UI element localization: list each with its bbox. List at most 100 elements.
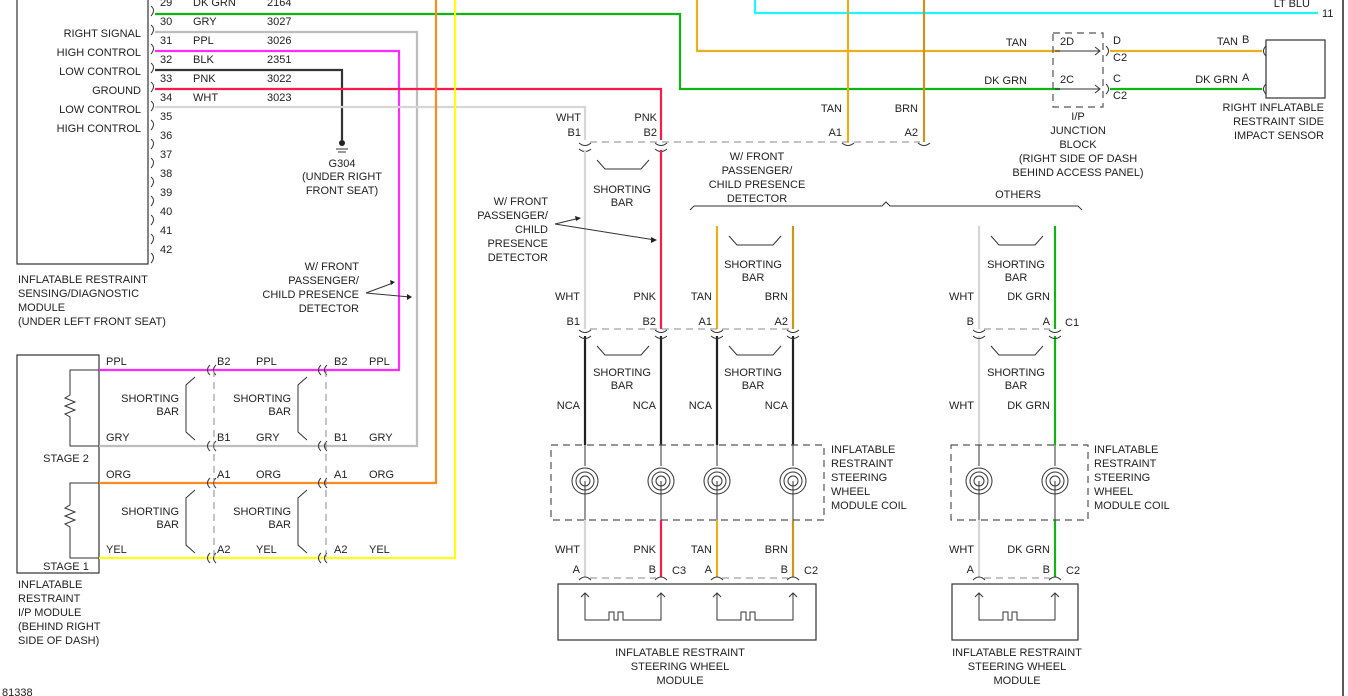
pin-terminal	[150, 43, 154, 55]
nca-label: NCA	[633, 400, 657, 412]
clockspring-coil-icon	[571, 445, 599, 520]
low-wire-color: BRN	[765, 544, 788, 556]
shorting-bar	[990, 345, 1044, 356]
shorting-bar-label: SHORTING	[724, 259, 782, 271]
jb-out-pin: D	[1113, 35, 1121, 47]
coil-label-line: INFLATABLE	[831, 444, 895, 456]
pin-number: 29	[160, 0, 172, 9]
steering-module-label: STEERING WHEEL	[631, 661, 729, 673]
pin-wire-color: PPL	[193, 35, 214, 47]
ip-pin: A2	[334, 544, 347, 556]
steering-module-label: MODULE	[993, 675, 1040, 687]
coil-label-line: WHEEL	[1094, 486, 1133, 498]
pin-number: 35	[160, 111, 172, 123]
shorting-bar-label: SHORTING	[121, 506, 179, 518]
presence-note-line: PASSENGER/	[288, 275, 360, 287]
others-pin: B	[967, 316, 974, 328]
top-wire-color: TAN	[821, 103, 842, 115]
wire-lt-blu	[753, 0, 1318, 15]
low-terminal	[1048, 576, 1062, 581]
shorting-bar-label: SHORTING	[987, 367, 1045, 379]
lt-blu-pin: 11	[1322, 8, 1333, 20]
shorting-bar-label: SHORTING	[593, 367, 651, 379]
side-sensor-box	[1265, 39, 1326, 99]
jb-wire-color: DK GRN	[984, 75, 1027, 87]
pin-number: 38	[160, 168, 172, 180]
ip-pin: B1	[217, 432, 230, 444]
top-terminal	[841, 142, 855, 146]
others-terminal	[972, 329, 986, 339]
jb-label-line: JUNCTION	[1050, 125, 1106, 137]
sensor-terminal	[1263, 45, 1267, 57]
pin-function: GROUND	[92, 85, 141, 97]
sdm-label-line: MODULE	[18, 302, 65, 314]
coil-label-line: WHEEL	[831, 486, 870, 498]
jb-terminal	[1105, 45, 1109, 57]
shorting-bar	[596, 159, 650, 170]
sensor-pin: B	[1242, 34, 1249, 46]
ip-wire-color: GRY	[256, 432, 280, 444]
top-wire-color: WHT	[556, 112, 581, 124]
steering-module-label: STEERING WHEEL	[968, 661, 1066, 673]
presence-note-line: PASSENGER/	[477, 210, 549, 222]
coil-label-line: STEERING	[1094, 472, 1150, 484]
sensor-label-line: RESTRAINT SIDE	[1233, 116, 1324, 128]
pin-terminal	[150, 24, 154, 36]
presence-note-line: PRESENCE	[487, 238, 548, 250]
coil-label-line: MODULE COIL	[1094, 500, 1170, 512]
ip-module-label-line: INFLATABLE	[18, 579, 82, 591]
shorting-bar-label: SHORTING	[233, 393, 291, 405]
pin-wire-color: GRY	[193, 16, 217, 28]
top-pin: B2	[644, 127, 657, 139]
coil-label-line: STEERING	[831, 472, 887, 484]
jb-connector: C2	[1113, 90, 1127, 102]
ip-wire-color: GRY	[106, 432, 130, 444]
jb-connector: C2	[1113, 52, 1127, 64]
variant-others-label: OTHERS	[995, 189, 1041, 201]
ip-wire-color: ORG	[256, 469, 281, 481]
pin-terminal	[150, 195, 154, 207]
sensor-wire-color: DK GRN	[1195, 74, 1238, 86]
airbag-squib-icon	[712, 592, 798, 621]
steering-module-label: MODULE	[656, 675, 703, 687]
shorting-bar	[728, 345, 782, 356]
pin-terminal	[150, 119, 154, 131]
ip-shorting-bar	[297, 376, 308, 441]
low-pin: A	[573, 564, 581, 576]
pin-terminal	[150, 176, 154, 188]
coil-label-line: RESTRAINT	[831, 458, 894, 470]
mid-pin: A2	[775, 316, 788, 328]
presence-note-line: W/ FRONT	[494, 196, 549, 208]
nca-label: NCA	[557, 400, 581, 412]
clockspring-coil-icon	[703, 445, 731, 520]
pin-number: 37	[160, 149, 172, 161]
coil-label-line: INFLATABLE	[1094, 444, 1158, 456]
others-terminal	[1048, 329, 1062, 339]
coil-label-line: MODULE COIL	[831, 500, 907, 512]
pin-number: 32	[160, 54, 172, 66]
shorting-bar-label: BAR	[1005, 272, 1028, 284]
jb-label-line: BEHIND ACCESS PANEL)	[1012, 167, 1143, 179]
ip-wire-color: ORG	[106, 469, 131, 481]
pin-wire-color: BLK	[193, 54, 214, 66]
sdm-label-line: INFLATABLE RESTRAINT	[18, 274, 148, 286]
ip-shorting-bar	[185, 489, 196, 554]
pin-terminal	[150, 233, 154, 245]
low-wire-color: TAN	[691, 544, 712, 556]
presence-arrows-left	[365, 282, 411, 298]
nca-label: NCA	[765, 400, 789, 412]
diagram-id: 81338	[2, 687, 33, 696]
pin-terminal	[150, 138, 154, 150]
ip-wire-color: YEL	[106, 544, 127, 556]
ip-module-label-line: RESTRAINT	[18, 593, 81, 605]
wire-gry	[155, 30, 419, 448]
shorting-bar-label: BAR	[742, 380, 765, 392]
shorting-bar	[728, 235, 782, 246]
wire-ppl	[155, 49, 401, 372]
sensor-label-line: IMPACT SENSOR	[1234, 130, 1324, 142]
presence-note-line: DETECTOR	[299, 303, 359, 315]
airbag-squib-icon	[974, 592, 1060, 621]
jb-label-line: BLOCK	[1059, 139, 1097, 151]
